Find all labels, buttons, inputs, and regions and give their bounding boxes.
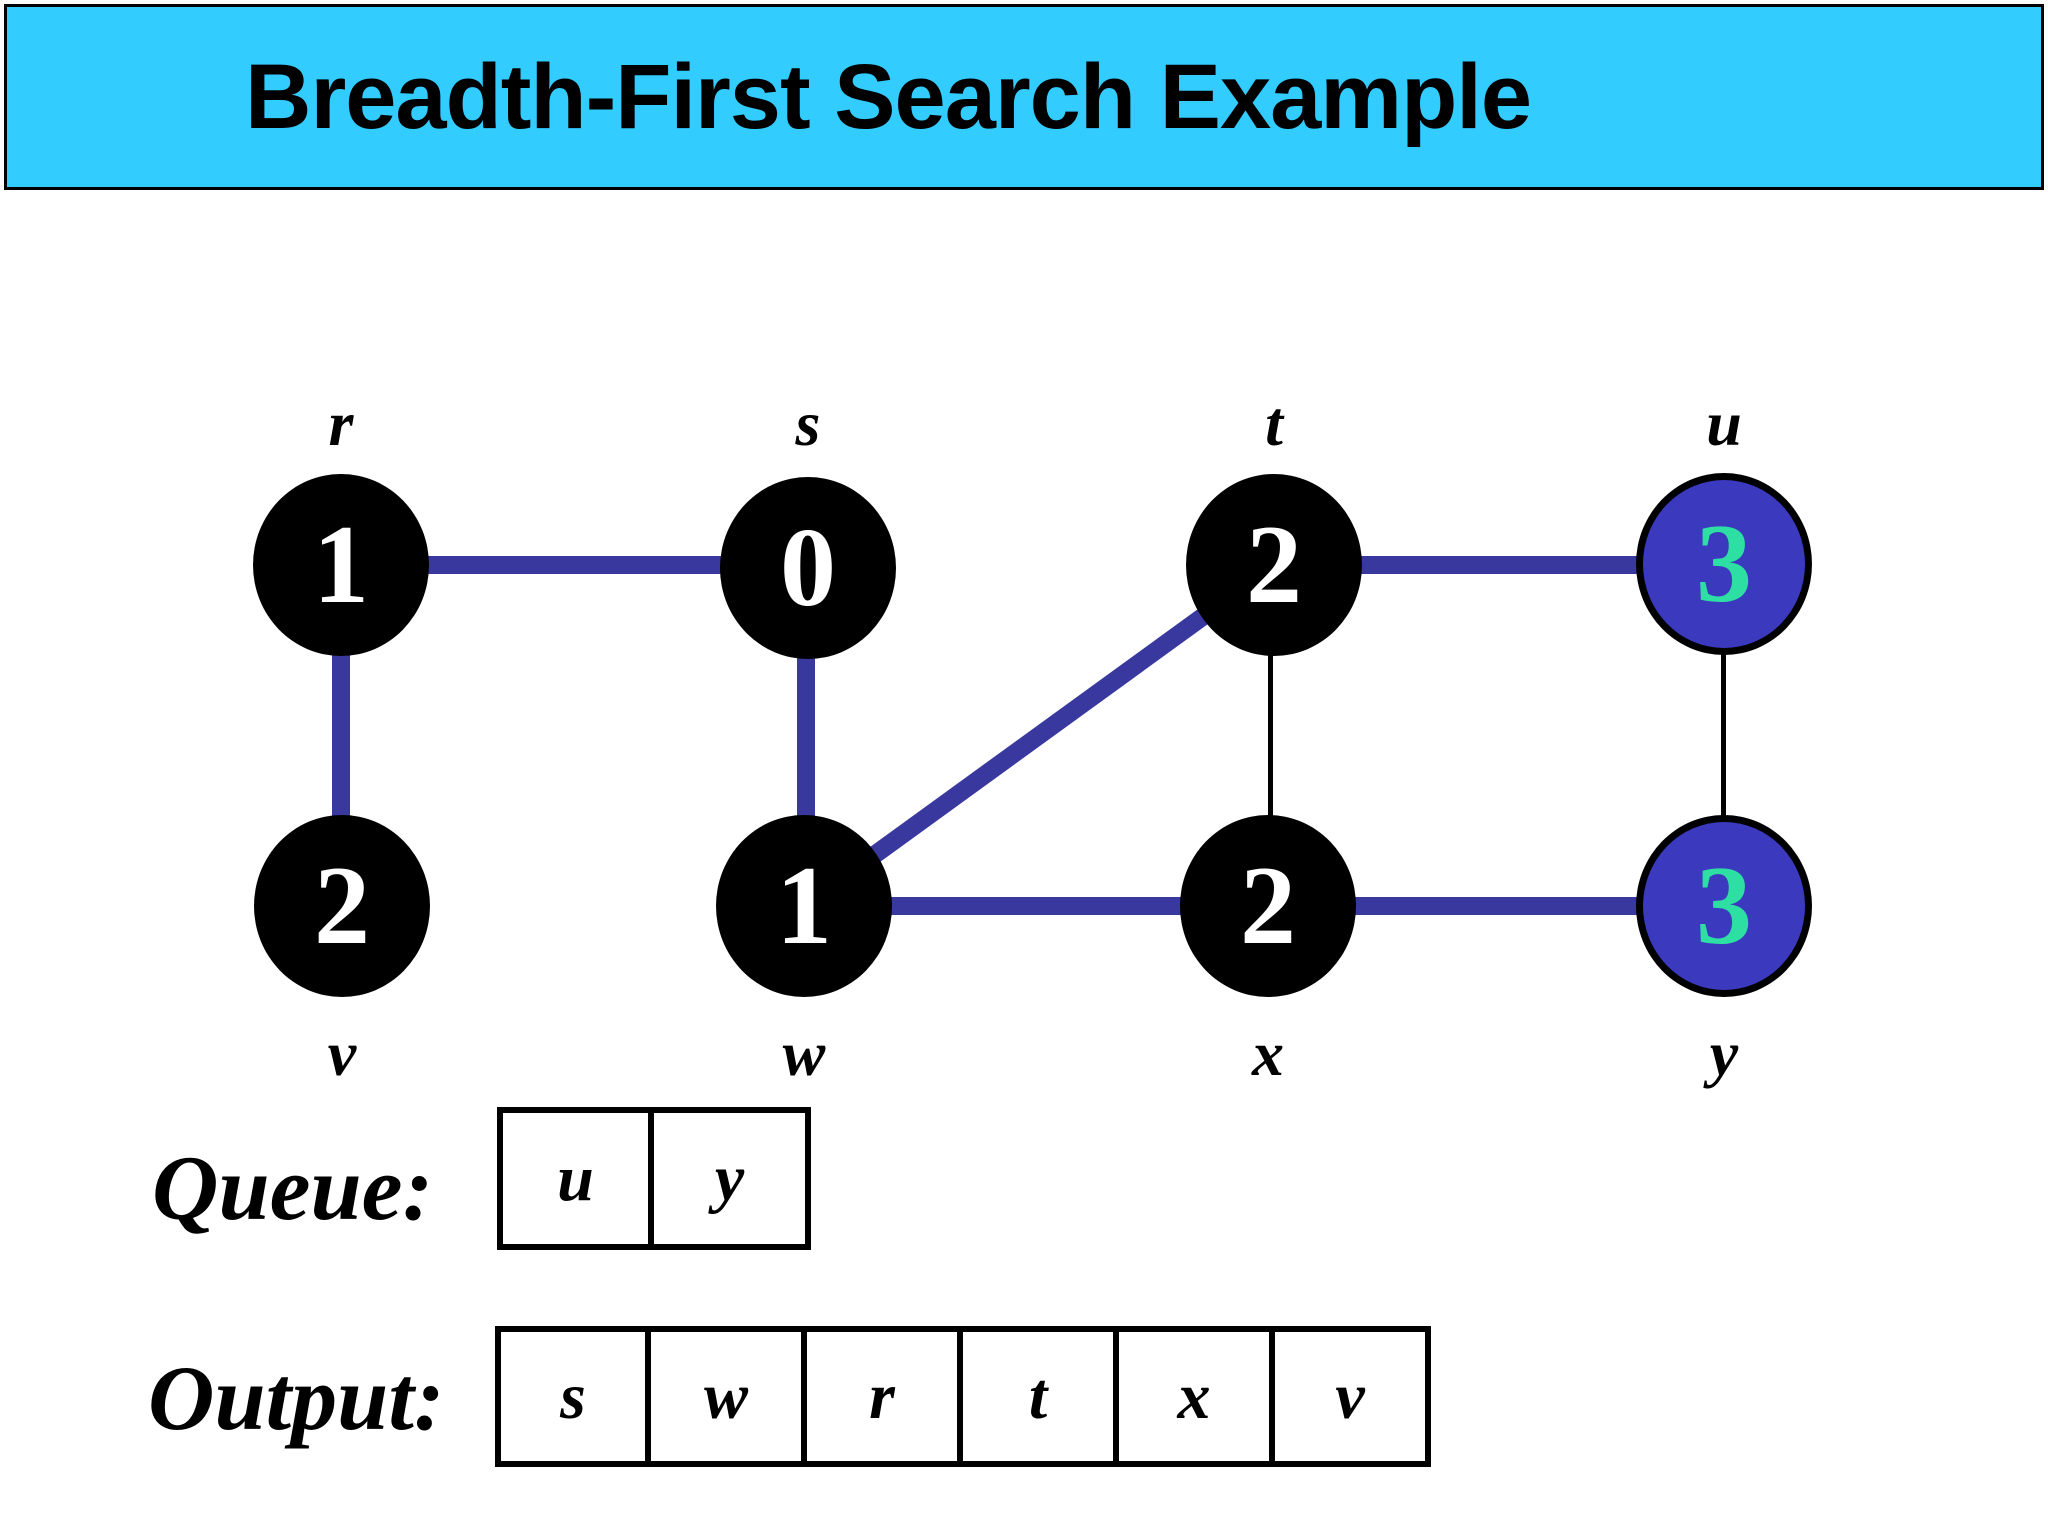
- label-y: y: [1709, 1018, 1739, 1089]
- output-boxes: s w r t x v: [495, 1326, 1431, 1467]
- label-u: u: [1706, 388, 1742, 459]
- edge-r-s: [341, 556, 808, 574]
- label-w: w: [782, 1018, 826, 1089]
- node-x: 2: [1180, 815, 1356, 997]
- edge-w-x: [804, 897, 1268, 915]
- queue-boxes: u y: [497, 1107, 811, 1250]
- output-cell: r: [807, 1326, 963, 1467]
- node-x-distance: 2: [1240, 844, 1296, 968]
- edge-u-y: [1721, 564, 1726, 906]
- output-cell: x: [1119, 1326, 1275, 1467]
- node-r: 1: [253, 474, 429, 656]
- node-v: 2: [254, 815, 430, 997]
- queue-cell: u: [497, 1107, 654, 1250]
- node-v-distance: 2: [314, 844, 370, 968]
- output-cell: w: [651, 1326, 807, 1467]
- node-r-distance: 1: [313, 503, 369, 627]
- label-r: r: [328, 388, 354, 459]
- edge-x-y: [1268, 897, 1724, 915]
- node-s-distance: 0: [780, 506, 836, 630]
- queue-cell: y: [654, 1107, 811, 1250]
- title-bar: Breadth-First Search Example: [4, 4, 2044, 190]
- node-y: 3: [1636, 815, 1812, 997]
- edge-t-u: [1274, 556, 1724, 574]
- output-cell: s: [495, 1326, 651, 1467]
- label-t: t: [1265, 388, 1283, 459]
- node-u-distance: 3: [1696, 502, 1752, 626]
- node-t-distance: 2: [1246, 503, 1302, 627]
- node-s: 0: [720, 477, 896, 659]
- node-w-distance: 1: [776, 844, 832, 968]
- node-t: 2: [1186, 474, 1362, 656]
- label-v: v: [327, 1018, 357, 1089]
- slide-title: Breadth-First Search Example: [245, 45, 1532, 148]
- output-label: Output:: [148, 1347, 445, 1449]
- label-x: x: [1252, 1018, 1284, 1089]
- node-y-distance: 3: [1696, 844, 1752, 968]
- output-cell: t: [963, 1326, 1119, 1467]
- label-s: s: [795, 388, 821, 459]
- edge-t-x: [1268, 565, 1273, 906]
- node-w: 1: [716, 815, 892, 997]
- queue-label: Queue:: [152, 1137, 434, 1239]
- output-cell: v: [1275, 1326, 1431, 1467]
- node-u: 3: [1636, 473, 1812, 655]
